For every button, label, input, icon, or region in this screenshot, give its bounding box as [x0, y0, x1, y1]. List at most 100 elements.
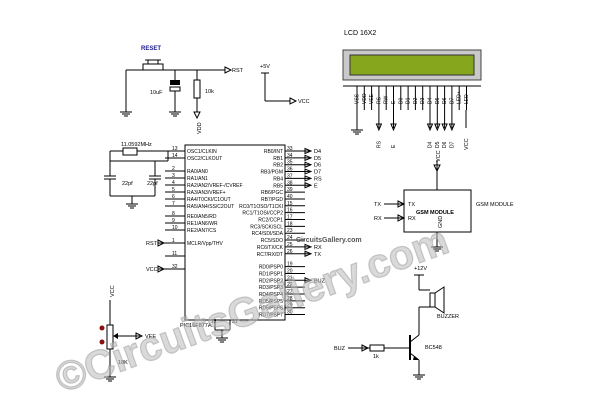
- lcd-pin-e: E: [391, 100, 397, 104]
- mcu-right-pin-name: RC2/CCP1: [258, 218, 283, 224]
- vcc-5v-label: VCC: [298, 99, 310, 105]
- lcd-pin-vee: VEE: [369, 93, 375, 104]
- mcu-right-pin-num: 24: [287, 235, 293, 241]
- gsm-tx-label: TX: [374, 202, 381, 208]
- lcd-vcc-label: VCC: [464, 138, 470, 150]
- mcu-right-pin-num: 38: [287, 180, 293, 186]
- gsm-vcc-label: VCC: [436, 150, 442, 162]
- mcu-left-pin-name: RE2/AN7/CS: [187, 228, 217, 234]
- mcu-left-pin-name: RA1/AN1: [187, 176, 208, 182]
- mcu-right-pin-name: RC4/SDI/SDA: [252, 231, 284, 237]
- potentiometer: [106, 324, 114, 350]
- lcd-pin-d1: D1: [406, 97, 412, 104]
- lcd-pin-d0: D0: [398, 97, 404, 104]
- lcd-signal-d4: D4: [428, 141, 434, 148]
- mcu-right-pin-num: 30: [287, 310, 293, 316]
- mcu-right-pin-num: 20: [287, 268, 293, 274]
- lcd-signal-d5: D5: [435, 141, 441, 148]
- mcu-right-pin-num: 26: [287, 249, 293, 255]
- mcu-left-pin-num: 14: [172, 153, 178, 159]
- reset-cap-label: 10uF: [150, 90, 163, 96]
- reset-label: RESET: [141, 46, 161, 52]
- lcd-pin-d6: D6: [442, 97, 448, 104]
- lcd-pin-rw: RW: [384, 95, 390, 104]
- reset-capacitor: [170, 80, 180, 85]
- mcu-right-pin-name: RD1/PSP1: [259, 271, 283, 277]
- mcu-left-pin-num: 6: [172, 194, 175, 200]
- buzzer-label: BUZZER: [437, 314, 459, 320]
- mcu-right-pin-name: RC7/RX/DT: [257, 252, 283, 258]
- base-resistor-label: 1k: [373, 354, 379, 360]
- lcd-pin-d3: D3: [420, 97, 426, 104]
- reset-resistor: [193, 79, 201, 99]
- power-5v: +5V VCC: [260, 64, 310, 105]
- transistor-label: BC548: [425, 345, 442, 351]
- pot-vcc-label: VCC: [110, 285, 116, 297]
- gsm-module: VCC GSM MODULE GSM MODULE TX RX TX RX GN…: [374, 150, 514, 252]
- gsm-gnd-label: GND: [438, 216, 444, 228]
- lcd-pin-d2: D2: [413, 97, 419, 104]
- mcu-right-pin-num: 19: [287, 262, 293, 268]
- lcd-signal-d7: D7: [449, 141, 455, 148]
- mcu-net-rs: RS: [314, 176, 322, 182]
- mcu-left-pin-num: 8: [172, 211, 175, 217]
- mcu-left-pin-name: RA0/AN0: [187, 169, 208, 175]
- gsm-box: [403, 189, 472, 233]
- mcu-right-pin-name: RC1/T1OSI/CCP2: [242, 211, 283, 217]
- mcu-right-pin-name: RC6/TX/CK: [257, 245, 284, 251]
- buzzer-circuit: +12V BUZZER BC548 BUZ 1k: [334, 266, 459, 380]
- mcu-right-pin-name: RD6/PSP6: [259, 306, 283, 312]
- cap2-label: 22pf: [147, 181, 158, 187]
- lcd-pin-d4: D4: [428, 97, 434, 104]
- mcu-net-d6: D6: [314, 163, 321, 169]
- buzzer-symbol: [429, 292, 436, 308]
- lcd-signal-d6: D6: [442, 141, 448, 148]
- gsm-name: GSM MODULE: [416, 210, 454, 216]
- mcu-right-pin-num: 18: [287, 221, 293, 227]
- mcu-right-pin-num: 21: [287, 275, 293, 281]
- lcd-pin-d5: D5: [435, 97, 441, 104]
- mcu-net-d5: D5: [314, 156, 321, 162]
- mcu-left-pin-num: 1: [172, 238, 175, 244]
- mcu-right-pin-num: 29: [287, 303, 293, 309]
- mcu-left-pin-num: 7: [172, 201, 175, 207]
- crystal-symbol: [122, 147, 138, 156]
- mcu-right-pin-num: 33: [287, 146, 293, 152]
- mcu-right-pin-name: RD3/PSP3: [259, 285, 283, 291]
- mcu-right-pin-name: RB5: [273, 183, 283, 189]
- mcu-left-pin-num: 9: [172, 218, 175, 224]
- mcu-left-pin-num: 2: [172, 166, 175, 172]
- mcu-left-pin-name: OSC2/CLKOUT: [187, 156, 222, 162]
- lcd-screen: [349, 54, 475, 76]
- mcu-right-pin-num: 17: [287, 215, 293, 221]
- mcu-right-pin-name: RB2: [273, 163, 283, 169]
- mcu-right-pin-name: RB0/INT: [264, 149, 283, 155]
- mcu-name: PIC16F877A: [180, 323, 212, 329]
- mcu-left-pin-num: 4: [172, 180, 175, 186]
- mcu-left-pin-name: RA3/AN3/VREF+: [187, 190, 226, 196]
- lcd-signal-e: E: [391, 144, 397, 148]
- mcu-net-d7: D7: [314, 170, 321, 176]
- mcu-left-pin-num: 3: [172, 173, 175, 179]
- vee-label: VEE: [145, 334, 156, 340]
- watermark-small: CircuitsGallery.com: [296, 237, 362, 244]
- contrast-pot: VCC VEE 10K: [99, 285, 156, 382]
- mcu-net-tx: TX: [314, 252, 321, 258]
- lcd-pin-led: LED-: [464, 92, 470, 104]
- mcu-left-pin-name: RA5/AN4/SS/C2OUT: [187, 204, 234, 210]
- mcu-right-pin-name: RB6/PGC: [261, 190, 283, 196]
- lcd-signal-rs: RS: [376, 140, 382, 148]
- mcu-right-pin-name: RC5/SDO: [261, 238, 283, 244]
- mcu-right-pin-name: RD2/PSP2: [259, 278, 283, 284]
- mcu-right-pin-num: 15: [287, 201, 293, 207]
- buz-input-label: BUZ: [334, 346, 346, 352]
- mcu-right-pin-num: 36: [287, 167, 293, 173]
- mcu-right-pin-name: RB4: [273, 176, 283, 182]
- gsm-tx-pin: TX: [408, 202, 415, 208]
- mcu-left-pin-num: 13: [172, 146, 178, 152]
- gsm-rx-pin: RX: [408, 216, 416, 222]
